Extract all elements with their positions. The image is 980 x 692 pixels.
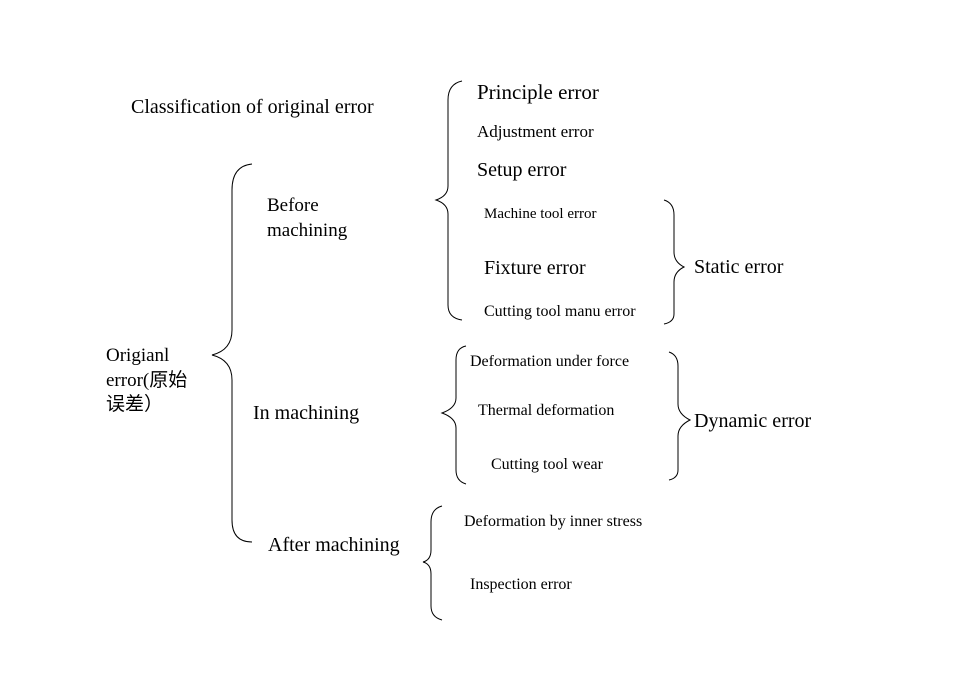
in-brace — [440, 345, 467, 485]
inspection-error: Inspection error — [470, 576, 572, 593]
root-node: Origianl error(原始误差） — [106, 345, 188, 416]
after-brace — [422, 505, 443, 621]
machine-tool-error: Machine tool error — [484, 206, 597, 222]
cutting-tool-wear: Cutting tool wear — [491, 456, 603, 473]
setup-error: Setup error — [477, 159, 567, 181]
adjustment-error: Adjustment error — [477, 122, 594, 141]
stage-before: Before machining — [267, 195, 348, 241]
static-brace — [663, 199, 686, 325]
root-brace — [211, 163, 253, 543]
stage-after: After machining — [268, 534, 400, 556]
dynamic-brace — [668, 351, 692, 481]
deformation-under-force: Deformation under force — [470, 353, 630, 370]
dynamic-error-label: Dynamic error — [694, 410, 812, 432]
stage-in: In machining — [253, 402, 360, 424]
principle-error: Principle error — [477, 80, 599, 104]
before-brace — [434, 80, 463, 321]
thermal-deformation: Thermal deformation — [478, 402, 615, 419]
deformation-by-inner-stress: Deformation by inner stress — [464, 513, 643, 530]
fixture-error: Fixture error — [484, 257, 586, 279]
diagram-title: Classification of original error — [131, 96, 374, 118]
cutting-tool-manu-error: Cutting tool manu error — [484, 303, 636, 320]
static-error-label: Static error — [694, 256, 784, 278]
